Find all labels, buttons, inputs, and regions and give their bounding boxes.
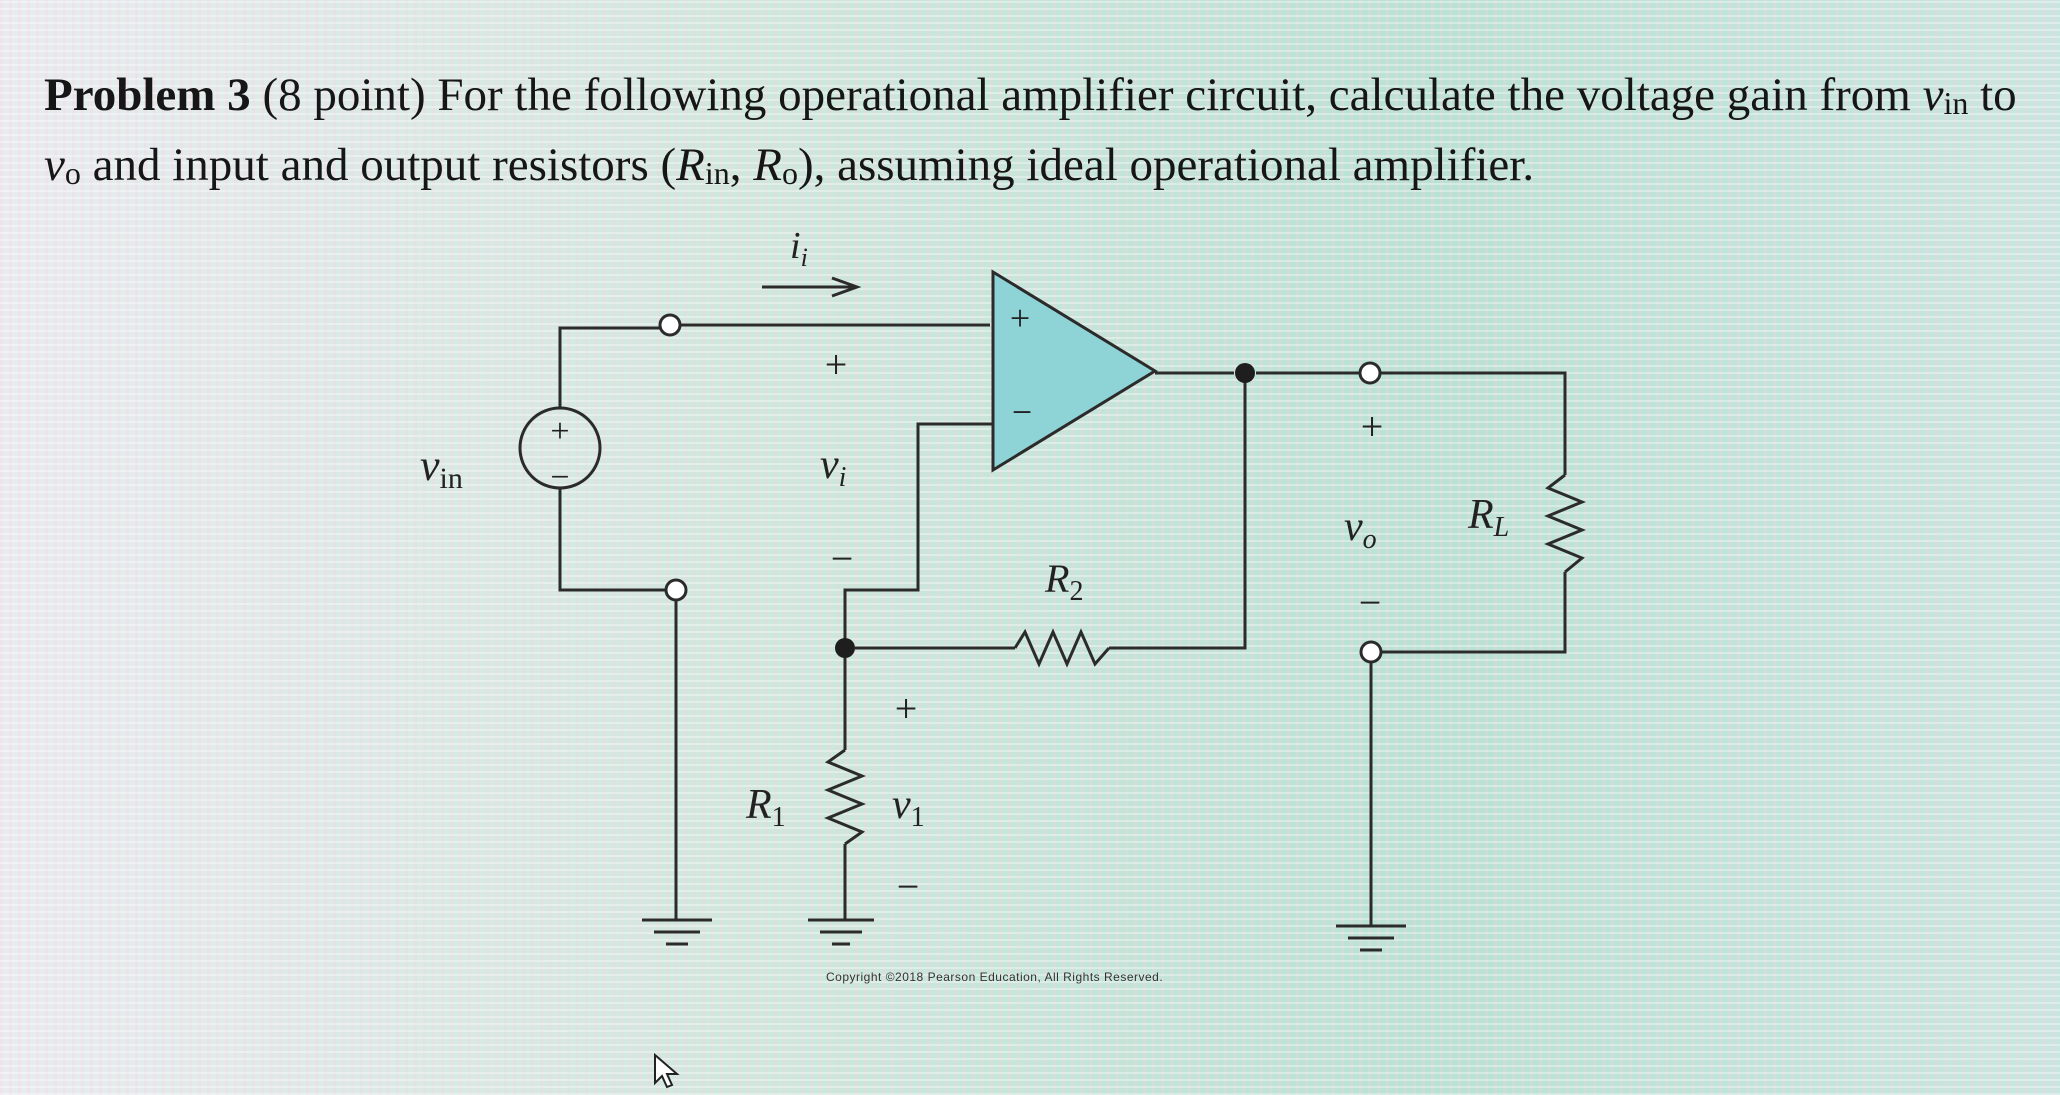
ground-symbol-2 [808, 918, 874, 946]
label-vo: vo [1344, 504, 1377, 555]
label-r1: R1 [745, 782, 786, 833]
output-terminal-top [1358, 361, 1382, 385]
wire-source-bottom [558, 488, 666, 592]
problem-statement: Problem 3 (8 point) For the following op… [44, 64, 2034, 204]
vi-minus-sign: − [831, 536, 854, 581]
junction-node-feedback [835, 638, 855, 658]
problem-text-a: For the following operational amplifier … [425, 69, 1923, 121]
op-amp-triangle [991, 269, 1158, 473]
label-v1: v1 [892, 782, 925, 833]
opamp-minus-input: − [1012, 392, 1032, 432]
problem-heading: Problem 3 [44, 69, 251, 121]
ground-symbol-3 [1336, 924, 1406, 952]
wire-source-top [558, 326, 660, 408]
label-ii: ii [790, 225, 808, 272]
rl-resistor [1544, 473, 1586, 574]
r1-resistor [824, 748, 866, 846]
mouse-cursor-icon [654, 1053, 680, 1089]
label-vin: vin [420, 441, 463, 495]
vi-plus-sign: + [825, 342, 848, 387]
problem-text-c: and input and output resistors ( [80, 139, 677, 191]
ground-symbol-1 [642, 918, 712, 946]
label-vi: vi [820, 442, 846, 493]
problem-points: (8 point) [262, 69, 426, 121]
vo-plus-sign: + [1361, 404, 1384, 449]
label-r2: R2 [1044, 556, 1083, 607]
wire-inverting-input [843, 422, 993, 648]
input-terminal-top [658, 313, 682, 337]
v1-minus-sign: − [897, 864, 920, 909]
junction-node-output [1235, 363, 1255, 383]
v-o-symbol: vo [44, 139, 81, 191]
r-o-symbol: Ro [753, 139, 798, 191]
source-minus-sign: − [550, 459, 569, 496]
copyright-notice: Copyright ©2018 Pearson Education, All R… [826, 970, 1164, 984]
v-in-symbol: vin [1922, 69, 1969, 121]
current-arrow [762, 276, 862, 298]
voltage-source: + − [518, 406, 602, 496]
vo-minus-sign: − [1359, 580, 1382, 625]
input-terminal-bottom [664, 578, 688, 602]
comma: , [729, 139, 754, 191]
v1-plus-sign: + [895, 686, 918, 731]
r-in-symbol: Rin [676, 139, 730, 191]
opamp-plus-input: + [1010, 298, 1030, 338]
wire-to-rl-top [1380, 371, 1567, 475]
problem-text-d: ), assuming ideal operational amplifier. [797, 139, 1535, 191]
r2-resistor [1013, 628, 1111, 668]
output-terminal-bottom [1359, 640, 1383, 664]
label-rl: RL [1467, 492, 1509, 543]
wire-r2-to-output [1109, 373, 1247, 650]
problem-text-b: to [1968, 69, 2017, 121]
wire-rl-bottom [1381, 572, 1567, 654]
source-plus-sign: + [550, 413, 569, 450]
